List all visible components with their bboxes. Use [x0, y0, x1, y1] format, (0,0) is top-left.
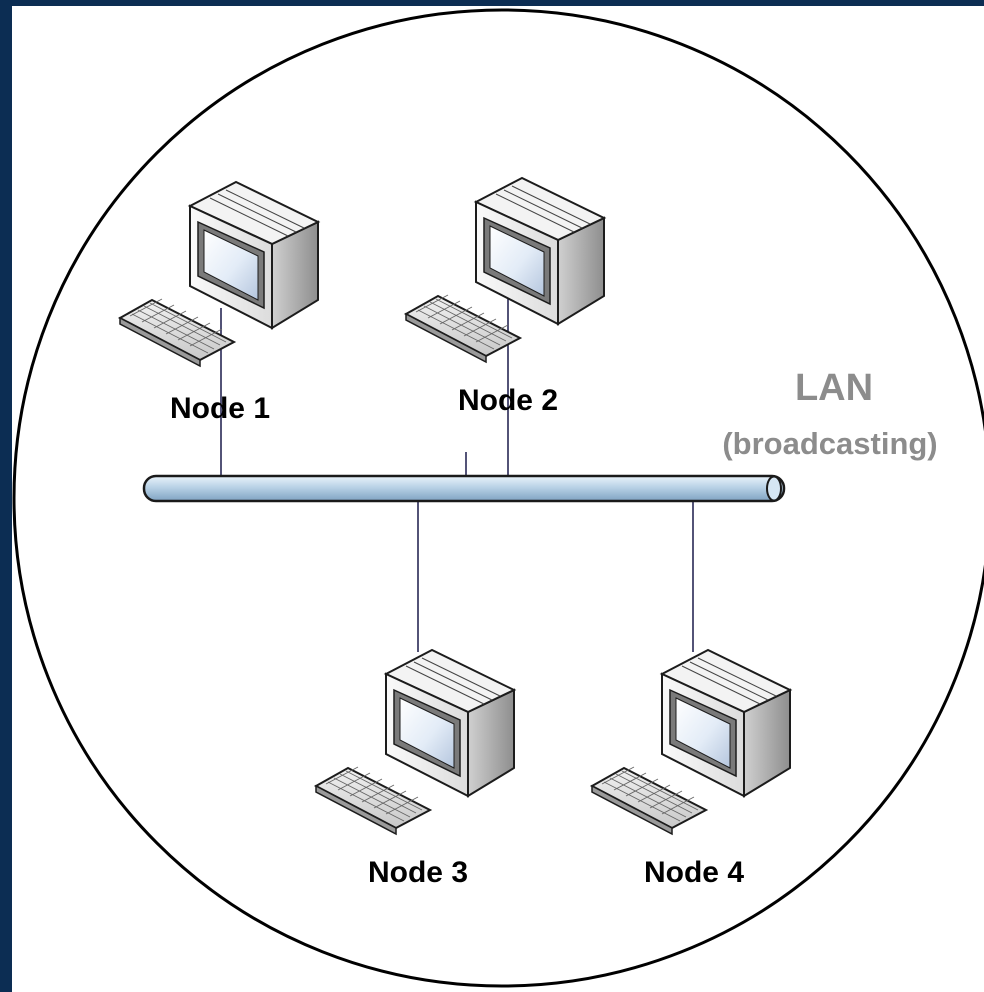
node-4-computer-icon — [591, 649, 791, 835]
lan-title: LAN — [795, 367, 873, 409]
lan-subtitle: (broadcasting) — [722, 426, 937, 461]
lan-boundary-circle — [12, 8, 984, 988]
node-3-computer-icon — [315, 649, 515, 835]
node-1-label: Node 1 — [170, 392, 270, 425]
node-1-computer-icon — [119, 181, 319, 367]
node-4-label: Node 4 — [644, 856, 744, 889]
node-2-label: Node 2 — [458, 384, 558, 417]
lan-bus-cable — [142, 474, 786, 503]
node-3-label: Node 3 — [368, 856, 468, 889]
node-2-computer-icon — [405, 177, 605, 363]
